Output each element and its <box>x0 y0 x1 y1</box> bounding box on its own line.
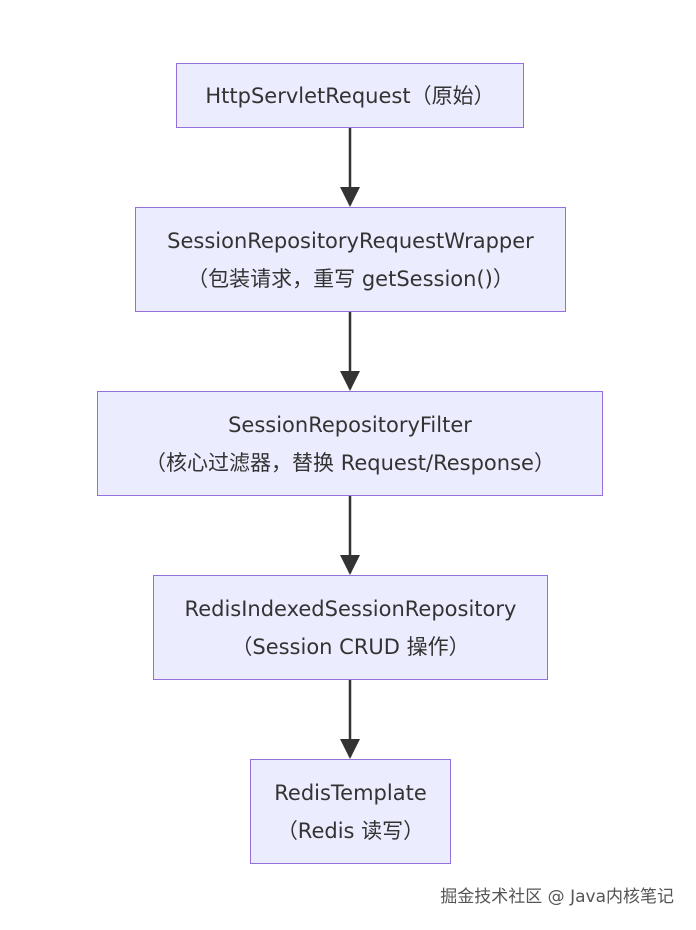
node-session-repository-filter: SessionRepositoryFilter （核心过滤器，替换 Reques… <box>97 391 603 496</box>
watermark: 掘金技术社区 @ Java内核笔记 <box>440 887 674 907</box>
node-label-line: （Redis 读写） <box>276 818 425 843</box>
node-label-line: （核心过滤器，替换 Request/Response） <box>145 450 555 475</box>
node-session-repository-request-wrapper: SessionRepositoryRequestWrapper （包装请求，重写… <box>135 207 566 312</box>
node-label-line: （Session CRUD 操作） <box>231 634 470 659</box>
node-label-line: RedisIndexedSessionRepository <box>184 596 517 621</box>
node-label-line: （包装请求，重写 getSession()） <box>187 266 514 291</box>
node-label-line: HttpServletRequest（原始） <box>205 83 495 108</box>
node-redis-template: RedisTemplate （Redis 读写） <box>250 759 451 864</box>
node-label-line: SessionRepositoryFilter <box>228 412 472 437</box>
node-label-line: SessionRepositoryRequestWrapper <box>167 228 534 253</box>
node-redis-indexed-session-repository: RedisIndexedSessionRepository （Session C… <box>153 575 548 680</box>
node-http-servlet-request: HttpServletRequest（原始） <box>176 63 524 128</box>
node-label-line: RedisTemplate <box>274 780 427 805</box>
